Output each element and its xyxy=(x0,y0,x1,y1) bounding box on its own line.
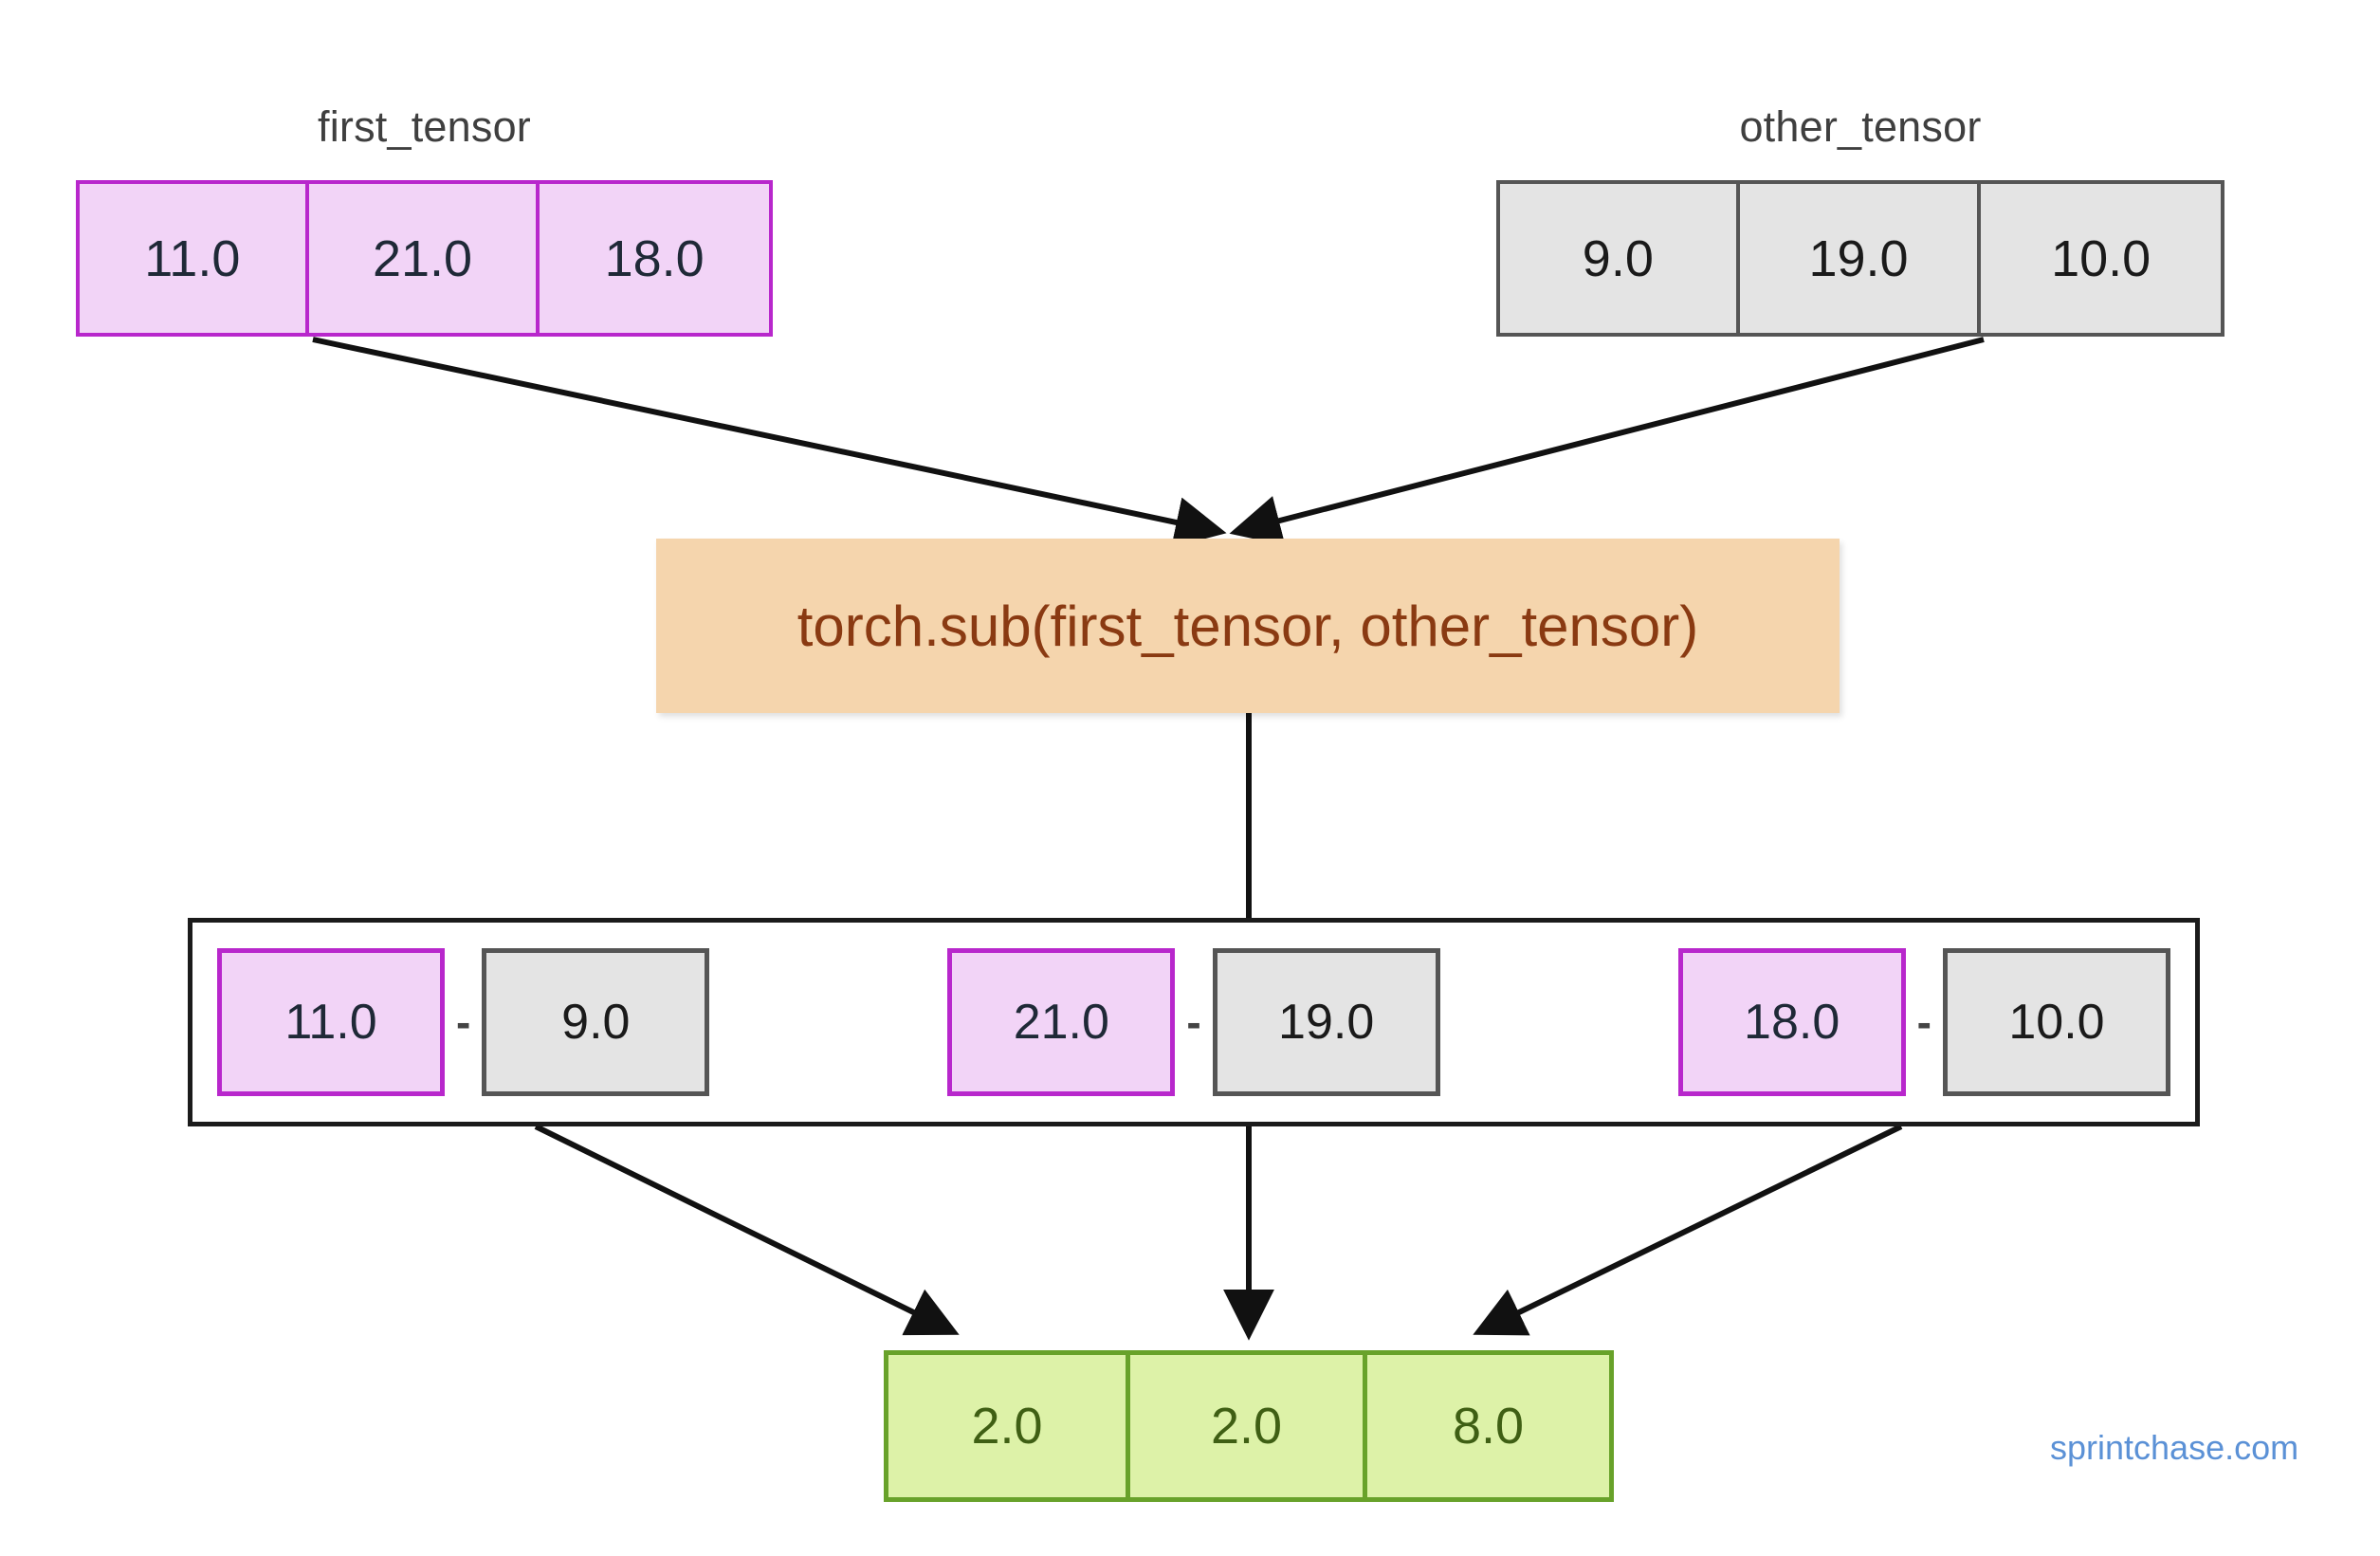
pair-0: 11.0 - 9.0 xyxy=(217,948,710,1096)
pair-2: 18.0 - 10.0 xyxy=(1677,948,2170,1096)
other-tensor-cell-0: 9.0 xyxy=(1500,184,1740,333)
pair-1: 21.0 - 19.0 xyxy=(947,948,1440,1096)
first-tensor-cell-0: 11.0 xyxy=(80,184,309,333)
watermark-sprintchase: sprintchase.com xyxy=(2050,1428,2299,1467)
pair-0-left-value: 11.0 xyxy=(217,948,445,1096)
arrow-first-tensor-to-op xyxy=(312,337,1227,548)
operation-label: torch.sub(first_tensor, other_tensor) xyxy=(796,594,1699,658)
first-tensor-cell-1: 21.0 xyxy=(308,184,540,333)
pair-0-right-value: 9.0 xyxy=(482,948,710,1096)
first-tensor-label: first_tensor xyxy=(318,102,531,151)
pair-0-operator: - xyxy=(456,998,471,1047)
other-tensor-label: other_tensor xyxy=(1739,102,1982,151)
first-tensor-strip: 11.0 21.0 18.0 xyxy=(76,180,773,337)
other-tensor-cell-2: 10.0 xyxy=(1981,184,2221,333)
arrow-pair1-to-result xyxy=(534,1124,960,1336)
arrow-pair3-to-result xyxy=(1473,1124,1903,1336)
result-tensor-strip: 2.0 2.0 8.0 xyxy=(884,1350,1614,1502)
pair-2-right-value: 10.0 xyxy=(1942,948,2170,1096)
other-tensor-strip: 9.0 19.0 10.0 xyxy=(1496,180,2224,337)
arrow-other-tensor-to-op xyxy=(1229,337,1985,546)
elementwise-pairs-box: 11.0 - 9.0 21.0 - 19.0 18.0 - 10.0 xyxy=(188,918,2200,1126)
other-tensor-cell-1: 19.0 xyxy=(1739,184,1982,333)
pair-2-left-value: 18.0 xyxy=(1677,948,1906,1096)
pair-1-left-value: 21.0 xyxy=(947,948,1176,1096)
result-tensor-cell-1: 2.0 xyxy=(1130,1355,1367,1497)
pair-1-operator: - xyxy=(1186,998,1201,1047)
first-tensor-cell-2: 18.0 xyxy=(540,184,769,333)
operation-box: torch.sub(first_tensor, other_tensor) xyxy=(656,539,1840,713)
pair-2-operator: - xyxy=(1916,998,1931,1047)
pair-1-right-value: 19.0 xyxy=(1212,948,1440,1096)
result-tensor-cell-0: 2.0 xyxy=(888,1355,1130,1497)
result-tensor-cell-2: 8.0 xyxy=(1367,1355,1609,1497)
